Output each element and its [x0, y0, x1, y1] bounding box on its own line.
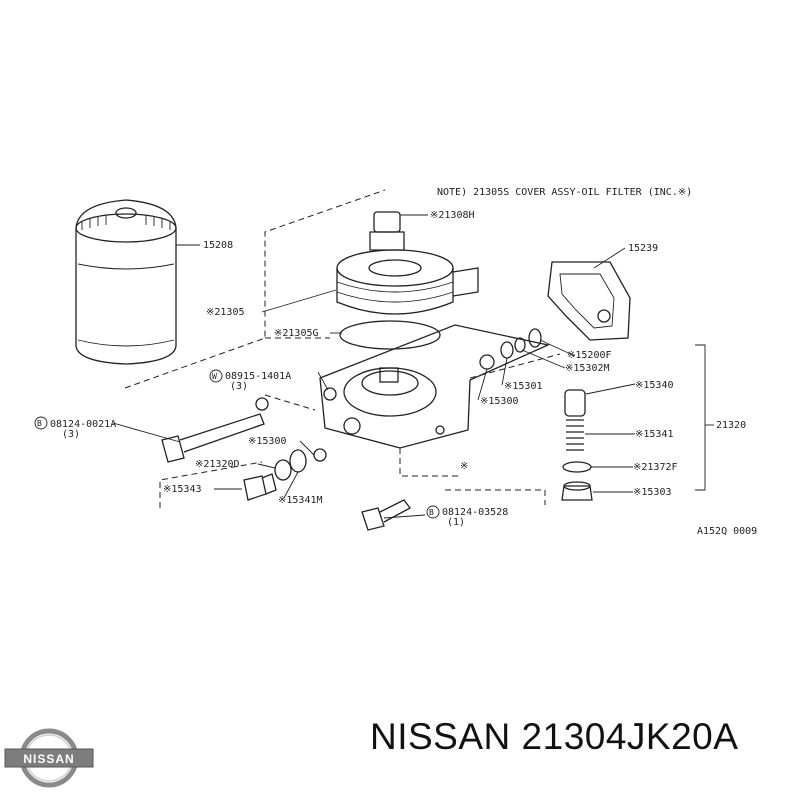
label-15239: 15239	[628, 243, 658, 254]
label-15340: ※15340	[635, 380, 673, 391]
bolt-08124-03528	[361, 499, 411, 531]
label-21372F: ※21372F	[633, 462, 678, 473]
figure-code: A152Q 0009	[697, 526, 757, 537]
label-21305G: ※21305G	[274, 328, 319, 339]
label-15208: 15208	[203, 240, 233, 251]
spring-15341m	[289, 449, 307, 473]
oil-cooler-21305	[336, 211, 479, 350]
label-15300-lower: ※15300	[248, 436, 286, 447]
nissan-logo: NISSAN	[4, 728, 94, 788]
label-08915-1401A: 08915-1401A	[225, 371, 291, 382]
part-number-caption: NISSAN 21304JK20A	[370, 716, 739, 757]
label-21305: ※21305	[206, 307, 244, 318]
label-21320: 21320	[716, 420, 746, 431]
label-15343: ※15343	[163, 484, 201, 495]
gasket-15239	[547, 261, 631, 341]
label-08915-qty: (3)	[230, 381, 248, 392]
ring-15302m	[514, 337, 526, 353]
label-15301: ※15301	[504, 381, 542, 392]
label-21320D: ※21320D	[195, 459, 240, 470]
label-08124-0021A-qty: (3)	[62, 429, 80, 440]
plug-15343	[243, 473, 277, 501]
label-21308H: ※21308H	[430, 210, 475, 221]
label-08124-03528-qty: (1)	[447, 517, 465, 528]
label-15200F: ※15200F	[567, 350, 612, 361]
circle-b-mark-2: B	[429, 508, 434, 517]
logo-text: NISSAN	[23, 752, 74, 766]
filter-bracket-21320	[319, 324, 551, 449]
ball-15300-lower	[313, 448, 327, 462]
ball-15300	[479, 354, 495, 370]
label-15341M: ※15341M	[278, 495, 323, 506]
washer-21320d	[274, 459, 292, 481]
assembly-note: NOTE) 21305S COVER ASSY-OIL FILTER (INC.…	[437, 187, 692, 198]
label-15303: ※15303	[633, 487, 671, 498]
label-15341: ※15341	[635, 429, 673, 440]
circle-b-mark-1: B	[37, 419, 42, 428]
label-15302M: ※15302M	[565, 363, 610, 374]
seal-15200f	[528, 328, 542, 348]
relief-valve-stack	[561, 389, 593, 501]
bolt-08124-0021A	[161, 397, 269, 463]
label-15300-upper: ※15300	[480, 396, 518, 407]
star-mark: ※	[460, 461, 468, 472]
oil-filter-15208	[75, 199, 177, 365]
spring-15301	[500, 341, 514, 359]
label-08124-0021A: 08124-0021A	[50, 419, 116, 430]
label-08124-03528: 08124-03528	[442, 507, 508, 518]
circle-w-mark: W	[212, 372, 217, 381]
